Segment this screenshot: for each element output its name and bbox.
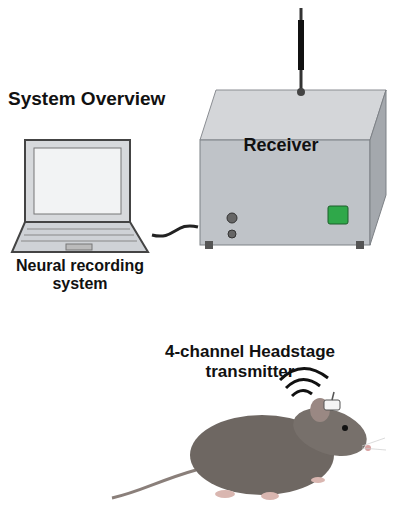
- receiver-top: [200, 90, 386, 140]
- rat-head: [287, 399, 373, 464]
- node-label: Neural recording system: [8, 257, 152, 294]
- cable: [152, 226, 198, 236]
- laptop-base: [12, 222, 148, 252]
- diagram-title: System Overview: [8, 88, 165, 110]
- laptop-node: Neural recording system: [8, 135, 152, 295]
- rat-tail: [112, 470, 196, 498]
- bnc-connector: [227, 213, 237, 223]
- bnc-connector: [228, 230, 236, 238]
- receiver-front: [200, 140, 370, 245]
- antenna-base: [297, 88, 305, 96]
- rat-eye: [342, 425, 348, 431]
- rat-feet: [215, 477, 325, 500]
- receiver-side: [370, 90, 386, 245]
- antenna: [300, 8, 303, 92]
- laptop-lid: [25, 140, 130, 222]
- rat-node: 4-channel Headstage transmitter: [110, 340, 390, 500]
- receiver-box: Receiver: [198, 85, 390, 251]
- antenna-coil: [298, 20, 304, 70]
- touchpad: [66, 244, 92, 250]
- laptop-screen: [34, 148, 121, 214]
- node-label: Receiver: [226, 135, 336, 156]
- receiver-foot: [205, 241, 213, 249]
- node-label: 4-channel Headstage transmitter: [150, 342, 350, 381]
- headstage-transmitter: [324, 400, 340, 410]
- keyboard-rows: [21, 229, 137, 241]
- power-switch: [328, 206, 348, 224]
- receiver-foot: [356, 241, 364, 249]
- headstage-antenna: [332, 392, 334, 400]
- rat-whiskers: [362, 438, 386, 450]
